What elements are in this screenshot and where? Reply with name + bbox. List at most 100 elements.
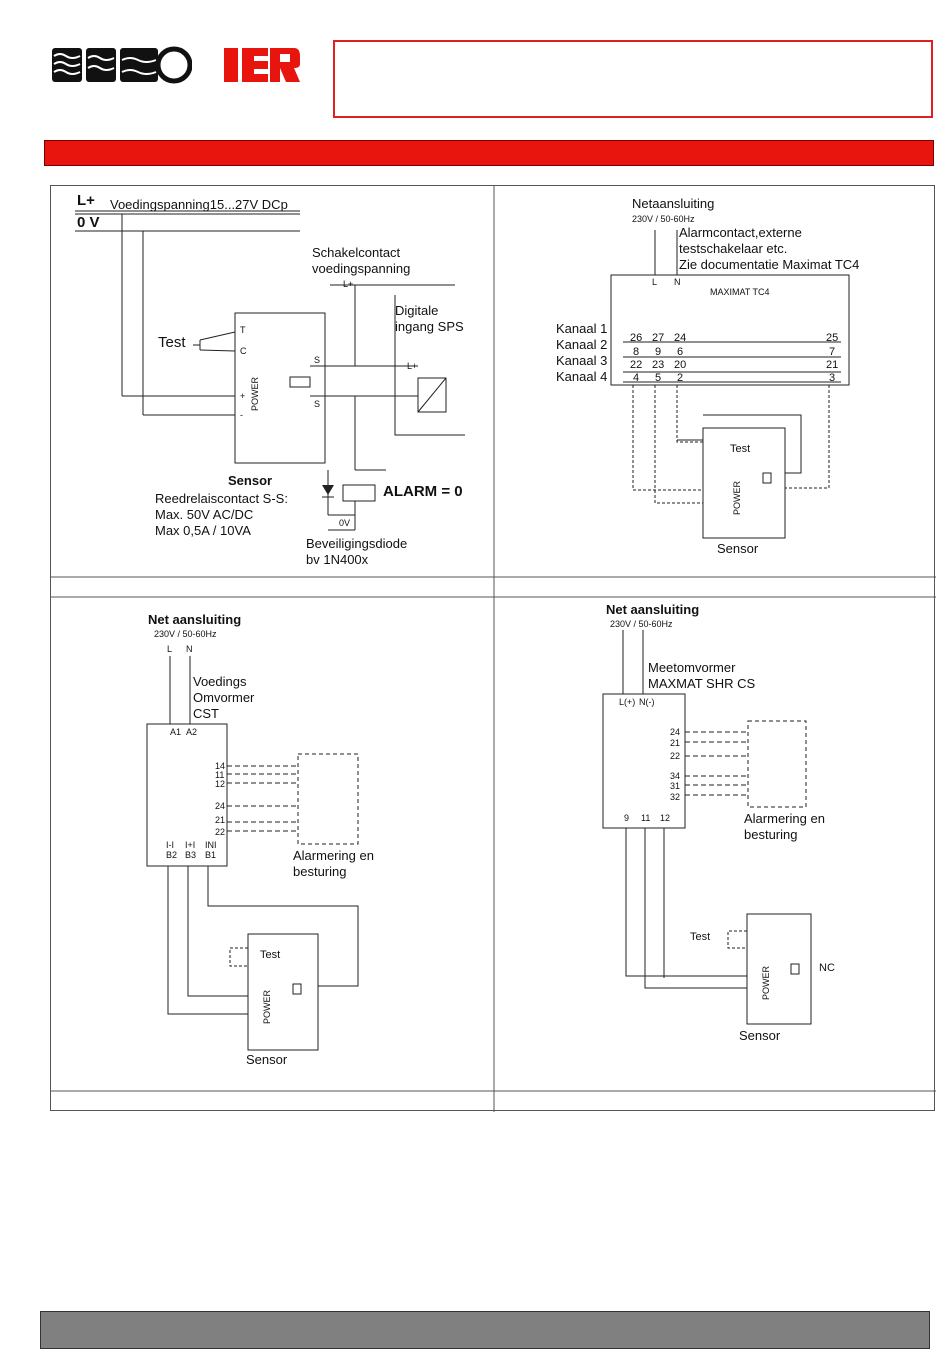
- mains-label: Net aansluiting: [148, 612, 242, 627]
- b-label: INI: [205, 840, 217, 850]
- a2-label: A2: [186, 727, 198, 737]
- alarm-note-3: Zie documentatie Maximat TC4: [679, 257, 860, 272]
- panel-direct-plc-wiring: L+ Voedingspanning15...27V DCp 0 V Schak…: [50, 185, 493, 576]
- l-term-label: L: [652, 277, 658, 287]
- terminal-label: 11: [215, 770, 225, 780]
- terminal-label: 21: [215, 815, 226, 825]
- alarm-label-2: besturing: [293, 864, 347, 879]
- panel-cst-converter-wiring: Net aansluiting 230V / 50-60Hz L N Voedi…: [50, 596, 493, 1090]
- panel2-schematic: [610, 230, 850, 539]
- ier-logo: [224, 48, 300, 82]
- terminal-label: 22: [670, 751, 681, 761]
- terminal-label: 2: [677, 372, 684, 384]
- mains-label: Net aansluiting: [606, 602, 700, 617]
- terminal-label: 25: [826, 332, 839, 344]
- mains-spec-label: 230V / 50-60Hz: [610, 619, 673, 629]
- term-c-label: C: [240, 346, 247, 356]
- zero-v-label: 0 V: [77, 214, 100, 231]
- wiring-diagram-grid: [50, 185, 936, 1112]
- panel1-schematic: [75, 210, 465, 531]
- term-plus-label: +: [240, 391, 246, 401]
- channel-2-label: Kanaal 2: [556, 337, 608, 352]
- power-label: POWER: [761, 965, 771, 1000]
- diode-label-2: bv 1N400x: [306, 552, 369, 567]
- reed-label-3: Max 0,5A / 10VA: [155, 523, 251, 538]
- test-label: Test: [690, 931, 711, 943]
- b-label: I+I: [185, 840, 196, 850]
- terminal-label: 24: [215, 801, 226, 811]
- n-term-label: N: [186, 644, 193, 654]
- terminal-label: 9: [655, 346, 662, 358]
- mains-label: Netaansluiting: [632, 196, 715, 211]
- lplus-label: L+: [77, 192, 95, 209]
- channel-4-label: Kanaal 4: [556, 369, 608, 384]
- terminal-label: 8: [633, 346, 640, 358]
- terminal-label: 12: [215, 779, 226, 789]
- terminal-label: 27: [652, 332, 665, 344]
- switch-contact-label-2: voedingspanning: [312, 261, 411, 276]
- alarm-label: ALARM = 0: [383, 483, 463, 500]
- l-term-label: L: [167, 644, 173, 654]
- terminal-label: 20: [674, 359, 687, 371]
- b-label: B2: [166, 850, 178, 860]
- terminal-label: 22: [630, 359, 643, 371]
- channel-3-label: Kanaal 3: [556, 353, 608, 368]
- terminal-label: 3: [829, 372, 836, 384]
- title-band: [44, 140, 934, 166]
- mains-spec-label: 230V / 50-60Hz: [632, 214, 695, 224]
- terminal-label: 4: [633, 372, 640, 384]
- terminal-label: 21: [670, 738, 681, 748]
- diode-label-1: Beveiligingsdiode: [306, 536, 408, 551]
- panel4-schematic: [602, 630, 812, 1025]
- sensor-label: Sensor: [228, 473, 273, 488]
- panel3-schematic: [146, 656, 359, 1051]
- terminal-label: 32: [670, 792, 681, 802]
- panel-maximat-tc4-wiring: Netaansluiting 230V / 50-60Hz Alarmconta…: [493, 185, 935, 576]
- power-label: POWER: [262, 989, 272, 1024]
- term-t-label: T: [240, 325, 246, 335]
- s-term-2-label: S: [314, 399, 321, 409]
- alarm-label-1: Alarmering en: [293, 848, 374, 863]
- s-term-1-label: S: [314, 355, 321, 365]
- alarm-note-2: testschakelaar etc.: [679, 241, 788, 256]
- terminal-label: 22: [215, 827, 226, 837]
- converter-label-1: Meetomvormer: [648, 660, 736, 675]
- bottom-term-label: 9: [624, 813, 630, 823]
- terminal-label: 14: [215, 761, 226, 771]
- nh-term-label: N(-): [639, 697, 655, 707]
- test-label: Test: [158, 334, 186, 351]
- plc-label-2: ingang SPS: [395, 319, 464, 334]
- b-label: B3: [185, 850, 197, 860]
- channel-1-label: Kanaal 1: [556, 321, 608, 336]
- a1-label: A1: [170, 727, 182, 737]
- power-label: POWER: [732, 480, 742, 515]
- reed-label-1: Reedrelaiscontact S-S:: [155, 491, 288, 506]
- terminal-label: 7: [829, 346, 836, 358]
- terminal-label: 5: [655, 372, 662, 384]
- reed-label-2: Max. 50V AC/DC: [155, 507, 254, 522]
- terminal-label: 24: [670, 727, 681, 737]
- sensor-label: Sensor: [739, 1028, 781, 1043]
- bottom-term-label: 12: [660, 813, 671, 823]
- lplus-small-label: L+: [343, 279, 354, 289]
- sensor-label: Sensor: [717, 541, 759, 556]
- terminal-label: 6: [677, 346, 684, 358]
- converter-label-3: CST: [193, 706, 219, 721]
- alarm-note-1: Alarmcontact,externe: [679, 225, 802, 240]
- header-title-box: [333, 40, 933, 118]
- n-term-label: N: [674, 277, 681, 287]
- panel-maxmat-shr-cs-wiring: Net aansluiting 230V / 50-60Hz Meetomvor…: [493, 596, 935, 1090]
- term-minus-label: -: [240, 410, 243, 420]
- terminal-label: 26: [630, 332, 643, 344]
- zero-v-small-label: 0V: [339, 518, 351, 528]
- footer-bar: [40, 1311, 930, 1349]
- device-label: MAXIMAT TC4: [710, 287, 770, 297]
- alarm-label-1: Alarmering en: [744, 811, 825, 826]
- terminal-label: 24: [674, 332, 687, 344]
- alarm-label-2: besturing: [744, 827, 798, 842]
- bamo-logo: [52, 46, 192, 84]
- supply-label: Voedingspanning15...27V DCp: [110, 197, 288, 212]
- lh-term-label: L(+): [619, 697, 636, 707]
- nc-label: NC: [819, 962, 835, 974]
- converter-label-2: MAXMAT SHR CS: [648, 676, 756, 691]
